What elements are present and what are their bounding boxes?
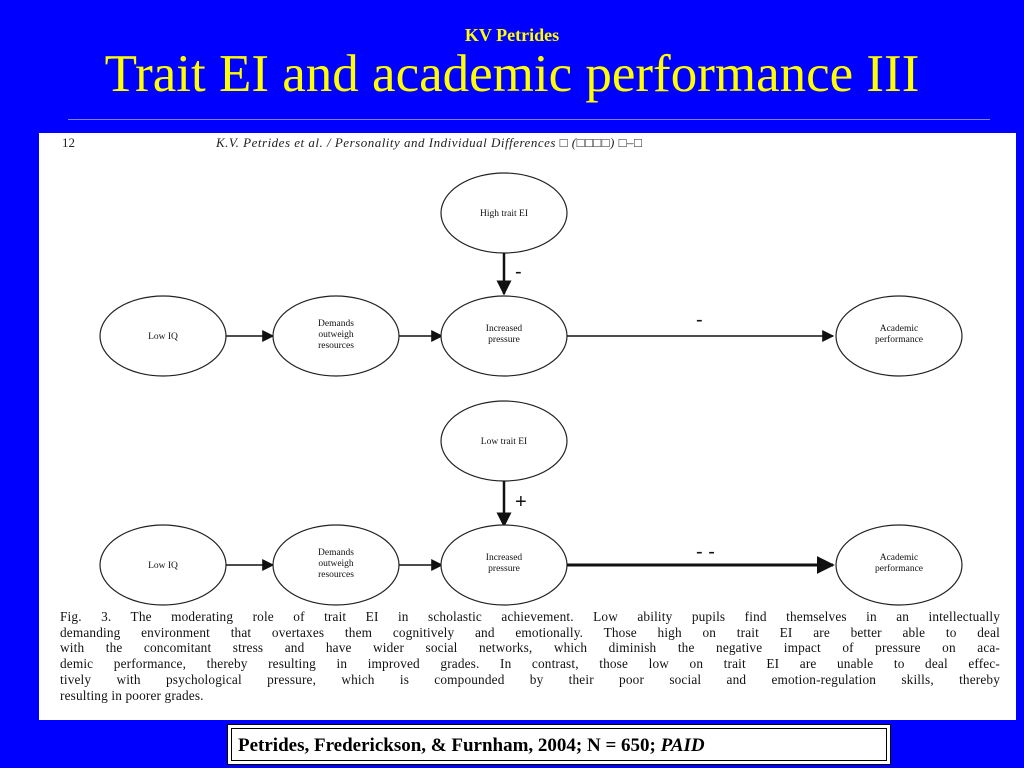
slide-author: KV Petrides — [464, 25, 560, 45]
bottom-node-low-iq-label: Low IQ — [148, 561, 178, 571]
citation-journal: PAID — [660, 735, 705, 756]
bottom-path-sign: - - — [696, 541, 715, 563]
caption-line: Fig. 3. The moderating role of trait EI … — [60, 609, 1000, 624]
slide-title: Trait EI and academic performance III — [104, 45, 920, 103]
citation-text: Petrides, Frederickson, & Furnham, 2004;… — [231, 728, 887, 761]
scanned-figure: 12 K.V. Petrides et al. / Personality an… — [39, 133, 1016, 720]
caption-line: demanding environment that overtaxes the… — [60, 624, 1000, 640]
running-head: K.V. Petrides et al. / Personality and I… — [216, 135, 643, 150]
top-path-sign: - — [696, 309, 703, 331]
page-number: 12 — [62, 135, 75, 150]
caption-line: with the concomitant stress and have wid… — [60, 640, 1000, 656]
citation-box: Petrides, Frederickson, & Furnham, 2004;… — [227, 724, 891, 765]
bottom-moderator-sign: + — [515, 491, 527, 513]
title-divider — [68, 119, 990, 120]
caption-line: demic performance, thereby resulting in … — [60, 656, 1000, 672]
caption-line: tively with psychological pressure, whic… — [60, 671, 1000, 687]
bottom-node-academic — [835, 524, 963, 606]
top-moderator-sign: - — [515, 261, 522, 283]
top-moderator-label: High trait EI — [480, 209, 528, 219]
top-node-low-iq-label: Low IQ — [148, 332, 178, 342]
figure-caption: Fig. 3. The moderating role of trait EI … — [60, 609, 1000, 703]
citation-authors: Petrides, Frederickson, & Furnham, 2004;… — [238, 735, 661, 756]
top-node-academic — [835, 295, 963, 377]
bottom-moderator-label: Low trait EI — [481, 437, 527, 447]
caption-line: resulting in poorer grades. — [60, 687, 204, 703]
